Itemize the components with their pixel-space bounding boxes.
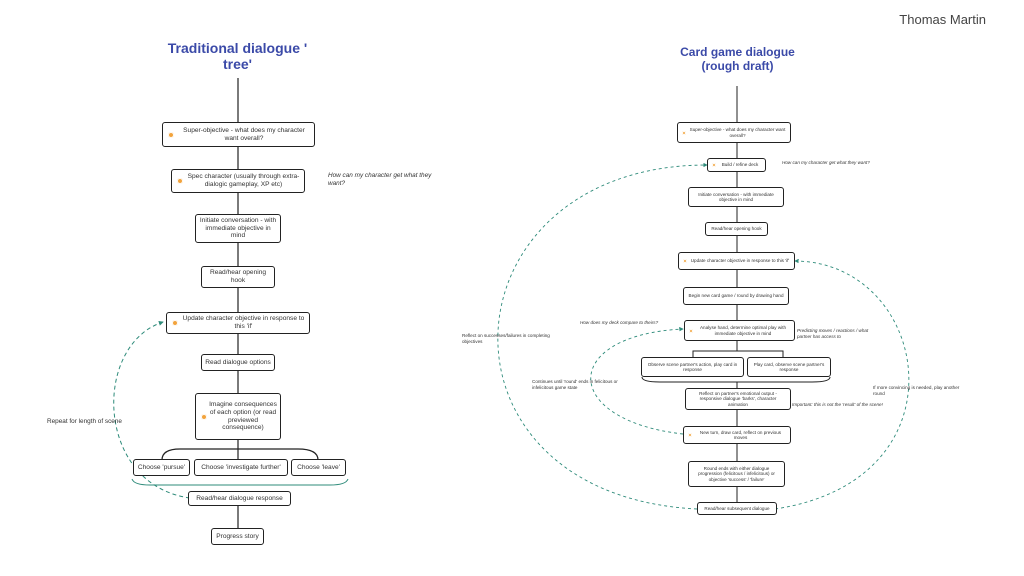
right-note-deck-compare: How does my deck compare to theirs? xyxy=(580,320,659,325)
right-note-reflect-success: Reflect on successes/failures in complet… xyxy=(462,333,550,344)
right-spine xyxy=(641,86,831,502)
right-note-predicting: Predicting moves / reactions / what part… xyxy=(797,328,869,339)
right-node-initiate: Initiate conversation - with immediate o… xyxy=(688,187,784,207)
right-node-round-ends: Round ends with either dialogue progress… xyxy=(688,461,785,487)
left-spine xyxy=(161,78,319,528)
right-note-important: Important: this is not the 'result' of t… xyxy=(792,402,883,407)
right-node-build-deck: Build / refine deck xyxy=(707,158,766,172)
right-node-begin-round: Begin new card game / round by drawing h… xyxy=(683,287,789,305)
left-node-read-response: Read/hear dialogue response xyxy=(188,491,291,506)
left-note-how-get: How can my character get what they want? xyxy=(328,172,432,187)
right-node-analyse-hand: Analyse hand, determine optimal play wit… xyxy=(684,320,795,341)
left-node-update-objective: Update character objective in response t… xyxy=(166,312,310,334)
badge-icon xyxy=(683,259,687,263)
left-node-read-options: Read dialogue options xyxy=(201,354,275,371)
right-deck-loop xyxy=(497,162,708,510)
left-node-choose-investigate: Choose 'investigate further' xyxy=(194,459,288,476)
left-node-choose-leave: Choose 'leave' xyxy=(291,459,346,476)
left-node-super-objective: Super-objective - what does my character… xyxy=(162,122,315,147)
right-node-subsequent: Read/hear subsequent dialogue xyxy=(697,502,777,515)
right-node-update-objective: Update character objective in response t… xyxy=(678,252,795,270)
right-node-play-card: Play card, observe scene partner's respo… xyxy=(747,357,831,377)
right-note-more-convincing: If more convincing is needed, play anoth… xyxy=(873,385,960,396)
left-repeat-loop xyxy=(113,320,191,499)
badge-icon xyxy=(682,130,686,135)
badge-icon xyxy=(168,131,174,138)
badge-icon xyxy=(172,320,178,326)
left-diagram-title: Traditional dialogue ' tree' xyxy=(167,40,308,73)
badge-icon xyxy=(688,433,692,437)
left-node-choose-pursue: Choose 'pursue' xyxy=(133,459,190,476)
author-name: Thomas Martin xyxy=(899,12,986,27)
right-node-new-turn: New turn, draw card, reflect on previous… xyxy=(683,426,791,444)
badge-icon xyxy=(201,413,207,420)
right-note-how-get: How can my character get what they want? xyxy=(782,160,870,165)
left-node-imagine: Imagine consequences of each option (or … xyxy=(195,393,281,440)
right-node-reflect-output: Reflect on partner's emotional output - … xyxy=(685,388,791,410)
badge-icon xyxy=(177,178,183,184)
badge-icon xyxy=(712,163,716,167)
left-node-opening-hook: Read/hear opening hook xyxy=(201,266,275,288)
right-diagram-title: Card game dialogue (rough draft) xyxy=(680,45,795,73)
badge-icon xyxy=(689,328,693,333)
left-node-spec-character: Spec character (usually through extra-di… xyxy=(171,169,305,193)
right-node-super-objective: Super-objective - what does my character… xyxy=(677,122,791,143)
left-note-repeat: Repeat for length of scene xyxy=(47,418,122,425)
right-node-observe-partner: Observe scene partner's action, play car… xyxy=(641,357,744,377)
right-node-opening-hook: Read/hear opening hook xyxy=(705,222,768,236)
left-node-progress-story: Progress story xyxy=(211,528,264,545)
left-choices-bracket xyxy=(131,478,349,486)
right-continue-loop xyxy=(590,326,684,435)
right-note-continues: Continues until 'round' ends in felicito… xyxy=(532,379,618,390)
left-node-initiate: Initiate conversation - with immediate o… xyxy=(195,214,281,243)
